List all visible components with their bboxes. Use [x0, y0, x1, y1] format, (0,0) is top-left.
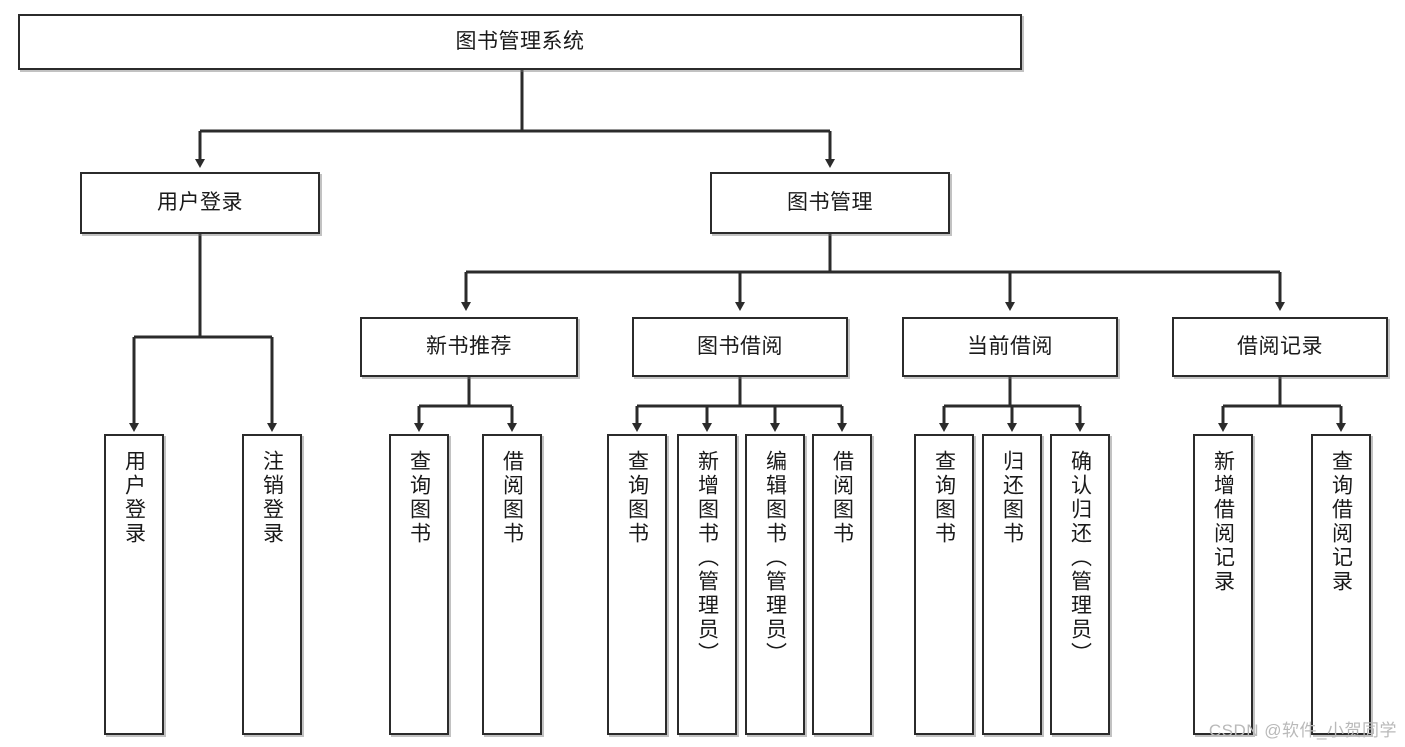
leaf-query-book-2-label: 查询图书: [625, 450, 649, 546]
leaf-query-book-3[interactable]: 查询图书: [914, 434, 974, 735]
leaf-logout-login[interactable]: 注销登录: [242, 434, 302, 735]
node-new-book-recommend[interactable]: 新书推荐: [360, 317, 578, 377]
node-user-login[interactable]: 用户登录: [80, 172, 320, 234]
leaf-query-book-1[interactable]: 查询图书: [389, 434, 449, 735]
leaf-add-book-label: 新增图书（管理员）: [695, 450, 719, 666]
leaf-add-record-label: 新增借阅记录: [1211, 450, 1235, 594]
leaf-borrow-book-1-label: 借阅图书: [500, 450, 524, 546]
node-book-management-label: 图书管理: [787, 190, 873, 214]
node-user-login-label: 用户登录: [157, 190, 243, 214]
leaf-user-login-label: 用户登录: [122, 450, 146, 546]
leaf-return-book[interactable]: 归还图书: [982, 434, 1042, 735]
watermark: CSDN @软件_小贺同学: [1208, 721, 1397, 740]
leaf-borrow-book-2[interactable]: 借阅图书: [812, 434, 872, 735]
leaf-borrow-book-1[interactable]: 借阅图书: [482, 434, 542, 735]
node-book-borrow[interactable]: 图书借阅: [632, 317, 848, 377]
leaf-query-book-1-label: 查询图书: [407, 450, 431, 546]
node-borrow-record[interactable]: 借阅记录: [1172, 317, 1388, 377]
leaf-query-record-label: 查询借阅记录: [1329, 450, 1353, 594]
node-book-management[interactable]: 图书管理: [710, 172, 950, 234]
leaf-edit-book-label: 编辑图书（管理员）: [763, 450, 787, 666]
leaf-edit-book[interactable]: 编辑图书（管理员）: [745, 434, 805, 735]
node-root-label: 图书管理系统: [455, 29, 585, 53]
leaf-query-book-2[interactable]: 查询图书: [607, 434, 667, 735]
leaf-return-book-label: 归还图书: [1000, 450, 1024, 546]
leaf-confirm-return-label: 确认归还（管理员）: [1068, 450, 1092, 666]
leaf-logout-login-label: 注销登录: [260, 450, 284, 546]
node-borrow-record-label: 借阅记录: [1237, 334, 1323, 358]
node-root[interactable]: 图书管理系统: [18, 14, 1022, 70]
leaf-add-record[interactable]: 新增借阅记录: [1193, 434, 1253, 735]
leaf-add-book[interactable]: 新增图书（管理员）: [677, 434, 737, 735]
leaf-query-book-3-label: 查询图书: [932, 450, 956, 546]
leaf-user-login[interactable]: 用户登录: [104, 434, 164, 735]
leaf-borrow-book-2-label: 借阅图书: [830, 450, 854, 546]
node-new-book-recommend-label: 新书推荐: [426, 334, 512, 358]
leaf-query-record[interactable]: 查询借阅记录: [1311, 434, 1371, 735]
node-current-borrow[interactable]: 当前借阅: [902, 317, 1118, 377]
node-book-borrow-label: 图书借阅: [697, 334, 783, 358]
leaf-confirm-return[interactable]: 确认归还（管理员）: [1050, 434, 1110, 735]
node-current-borrow-label: 当前借阅: [967, 334, 1053, 358]
